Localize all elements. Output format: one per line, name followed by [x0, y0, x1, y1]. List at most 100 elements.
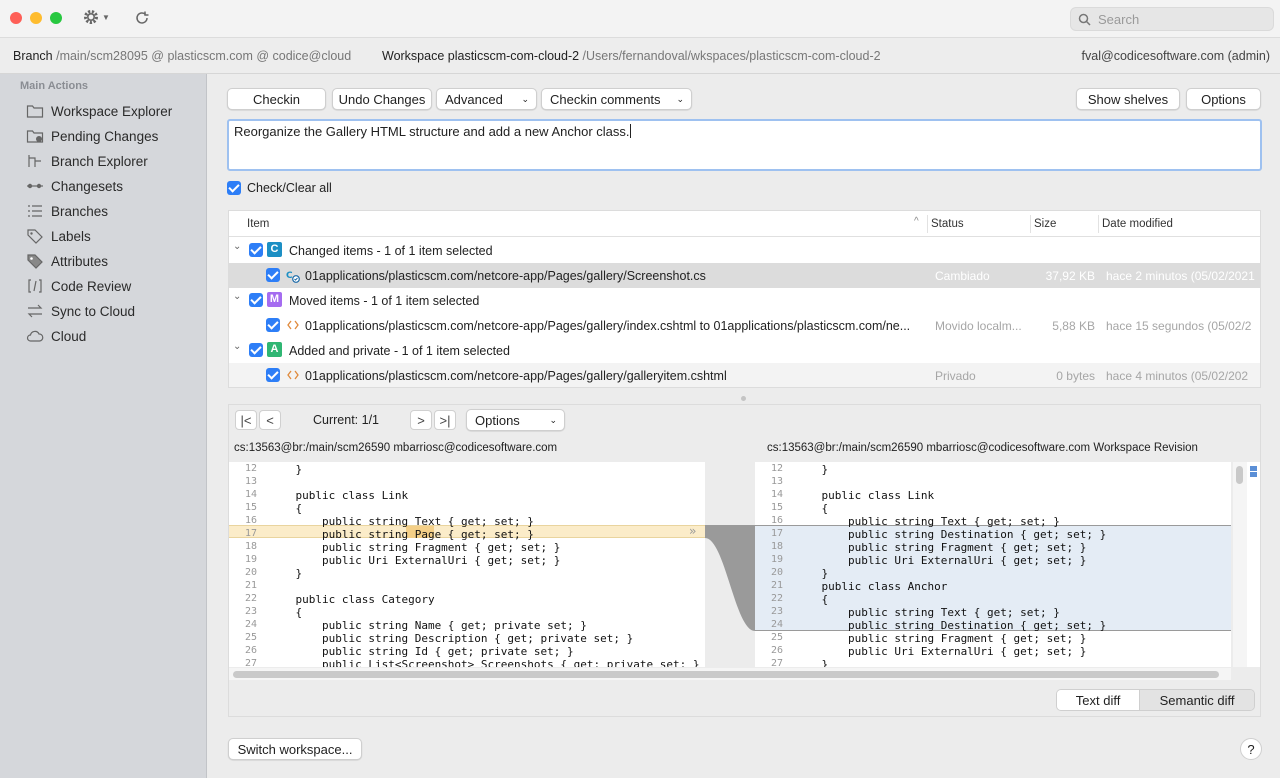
group-checkbox[interactable]: [249, 343, 263, 357]
chevron-down-icon[interactable]: ⌄: [233, 241, 242, 252]
workspace-info-bar: Branch /main/scm28095 @ plasticscm.com @…: [0, 38, 1280, 74]
chevron-down-icon: ⌄: [549, 414, 557, 425]
undo-label: Undo Changes: [338, 91, 426, 107]
horizontal-scrollbar[interactable]: [229, 668, 1231, 680]
code-line: public string Text { get; set; }: [269, 515, 534, 528]
first-difference-button[interactable]: |<: [235, 410, 257, 430]
sidebar-item-workspace-explorer[interactable]: Workspace Explorer: [26, 100, 201, 122]
text-diff-tab[interactable]: Text diff: [1057, 690, 1141, 710]
undo-changes-button[interactable]: Undo Changes: [332, 88, 432, 110]
help-button[interactable]: ?: [1240, 738, 1262, 760]
code-line: }: [795, 567, 829, 580]
splitter-handle[interactable]: [741, 396, 746, 401]
line-number: 17: [244, 528, 257, 539]
right-revision-header: cs:13563@br:/main/scm26590 mbarriosc@cod…: [767, 442, 1198, 454]
semantic-diff-tab[interactable]: Semantic diff: [1140, 690, 1254, 710]
workspace-name: plasticscm-com-cloud-2: [447, 49, 580, 63]
user-info[interactable]: fval@codicesoftware.com (admin): [1081, 49, 1270, 63]
text-cursor: [629, 124, 631, 138]
checkin-comments-dropdown[interactable]: Checkin comments⌄: [541, 88, 692, 110]
check-clear-all[interactable]: Check/Clear all: [227, 181, 332, 195]
search-box[interactable]: Search: [1070, 7, 1274, 31]
overview-marker: [1250, 472, 1257, 477]
table-row[interactable]: 01applications/plasticscm.com/netcore-ap…: [229, 363, 1260, 387]
last-difference-button[interactable]: >|: [434, 410, 456, 430]
close-window-button[interactable]: [10, 12, 22, 24]
pending-changes-icon: [26, 130, 44, 143]
group-checkbox[interactable]: [249, 243, 263, 257]
branch-label: Branch: [13, 49, 53, 63]
check-all-checkbox[interactable]: [227, 181, 241, 195]
changesets-icon: [27, 183, 43, 189]
chevron-down-icon: ⌄: [676, 93, 684, 104]
chevron-down-icon[interactable]: ⌄: [233, 291, 242, 302]
file-size: 0 bytes: [1056, 369, 1095, 383]
file-checkbox[interactable]: [266, 268, 280, 282]
sidebar-item-label: Code Review: [51, 278, 132, 294]
code-line: public Uri ExternalUri { get; set; }: [269, 554, 561, 567]
sidebar-item-label: Pending Changes: [51, 128, 159, 144]
sidebar-item-sync-to-cloud[interactable]: Sync to Cloud: [26, 300, 201, 322]
group-row-changed[interactable]: ⌄ C Changed items - 1 of 1 item selected: [229, 238, 1260, 263]
group-checkbox[interactable]: [249, 293, 263, 307]
line-number: 22: [244, 593, 257, 604]
code-line: }: [795, 463, 829, 476]
sidebar-item-attributes[interactable]: Attributes: [26, 250, 201, 272]
file-status: Privado: [935, 369, 976, 383]
sidebar-item-changesets[interactable]: Changesets: [26, 175, 201, 197]
workspace-info[interactable]: Workspace plasticscm-com-cloud-2 /Users/…: [382, 49, 881, 63]
line-number: 24: [770, 619, 783, 630]
checkin-label: Checkin: [253, 91, 300, 107]
table-row[interactable]: C 01applications/plasticscm.com/netcore-…: [229, 263, 1260, 288]
file-checkbox[interactable]: [266, 318, 280, 332]
minimize-window-button[interactable]: [30, 12, 42, 24]
refresh-icon[interactable]: [134, 10, 150, 26]
code-line: public string Page { get; set; }: [269, 528, 534, 541]
code-line: public class Anchor: [795, 580, 948, 593]
column-date-modified[interactable]: Date modified: [1102, 218, 1173, 230]
file-checkbox[interactable]: [266, 368, 280, 382]
line-number: 13: [770, 476, 783, 487]
file-date: hace 2 minutos (05/02/2021: [1106, 269, 1255, 283]
vertical-scrollbar[interactable]: [1233, 462, 1247, 667]
sidebar-item-branches[interactable]: Branches: [26, 200, 201, 222]
sidebar-item-label: Cloud: [51, 328, 87, 344]
sidebar-item-branch-explorer[interactable]: Branch Explorer: [26, 150, 201, 172]
options-button[interactable]: Options: [1186, 88, 1261, 110]
diff-options-label: Options: [475, 412, 520, 428]
scrollbar-thumb[interactable]: [1236, 466, 1243, 484]
sidebar-item-code-review[interactable]: Code Review: [26, 275, 201, 297]
group-row-moved[interactable]: ⌄ M Moved items - 1 of 1 item selected: [229, 288, 1260, 313]
checkin-comment-textarea[interactable]: Reorganize the Gallery HTML structure an…: [227, 119, 1262, 171]
group-label: Moved items - 1 of 1 item selected: [289, 294, 480, 308]
sidebar-item-cloud[interactable]: Cloud: [26, 325, 201, 347]
diff-options-dropdown[interactable]: Options ⌄: [466, 409, 565, 431]
sidebar-item-label: Attributes: [51, 253, 109, 269]
zoom-window-button[interactable]: [50, 12, 62, 24]
chevron-down-icon[interactable]: ⌄: [233, 341, 242, 352]
sidebar-item-pending-changes[interactable]: Pending Changes: [26, 125, 201, 147]
show-shelves-button[interactable]: Show shelves: [1076, 88, 1180, 110]
pending-changes-view: Checkin Undo Changes Advanced⌄ Checkin c…: [207, 74, 1280, 778]
sidebar-item-labels[interactable]: Labels: [26, 225, 201, 247]
settings-menu-button[interactable]: ▼: [82, 8, 110, 26]
column-status[interactable]: Status: [931, 218, 964, 230]
switch-workspace-button[interactable]: Switch workspace...: [228, 738, 362, 760]
previous-difference-button[interactable]: <: [259, 410, 281, 430]
search-placeholder: Search: [1098, 12, 1140, 27]
advanced-dropdown[interactable]: Advanced⌄: [436, 88, 537, 110]
column-size[interactable]: Size: [1034, 218, 1057, 230]
table-header: Item ^ Status Size Date modified: [229, 211, 1260, 237]
checkin-button[interactable]: Checkin: [227, 88, 326, 110]
title-bar: ▼ Search: [0, 0, 1280, 38]
diff-mode-toggle[interactable]: Text diff Semantic diff: [1056, 689, 1255, 711]
options-label: Options: [1201, 91, 1246, 107]
branch-info[interactable]: Branch /main/scm28095 @ plasticscm.com @…: [13, 49, 351, 63]
next-difference-button[interactable]: >: [410, 410, 432, 430]
table-row[interactable]: 01applications/plasticscm.com/netcore-ap…: [229, 313, 1260, 338]
column-item[interactable]: Item: [247, 218, 270, 230]
scrollbar-thumb[interactable]: [233, 671, 1219, 678]
group-row-added[interactable]: ⌄ A Added and private - 1 of 1 item sele…: [229, 338, 1260, 363]
